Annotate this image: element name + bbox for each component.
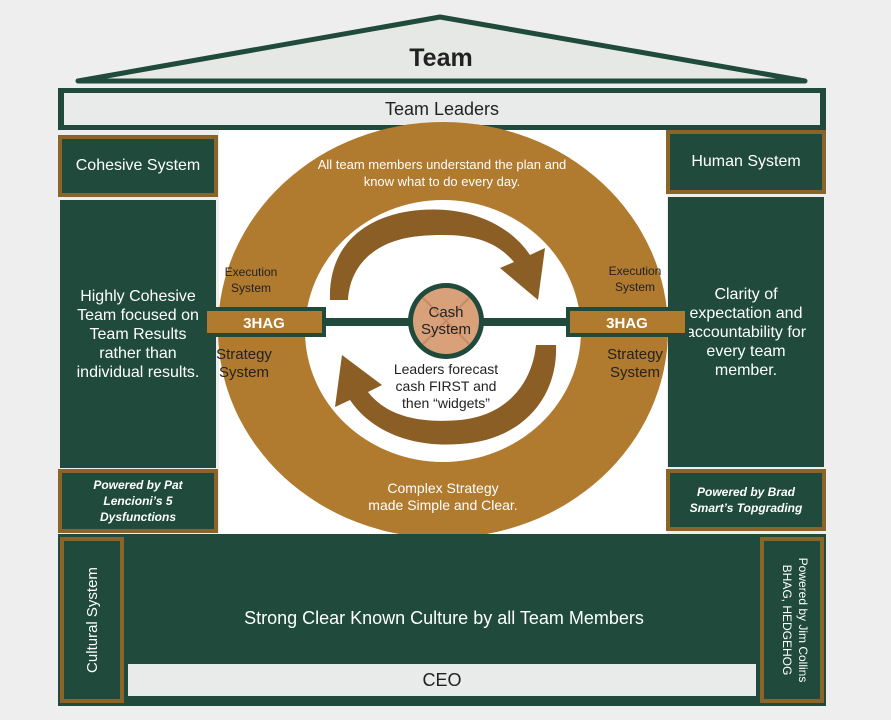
strategy-right-1: Strategy bbox=[607, 346, 663, 363]
cash-cross-b bbox=[422, 297, 470, 345]
collins-frame: Powered by Jim Collins BHAG, HEDGEHOG bbox=[760, 537, 824, 703]
execution-right-1: Execution bbox=[609, 264, 662, 278]
ring-top-text-2: know what to do every day. bbox=[364, 174, 521, 189]
lencioni-powered-by: Powered by Pat Lencioni’s 5 Dysfunctions bbox=[58, 469, 218, 533]
ceo-label: CEO bbox=[128, 664, 756, 696]
ring-bottom-text-2: made Simple and Clear. bbox=[368, 497, 517, 513]
cash-label-1: Cash bbox=[428, 304, 463, 321]
team-leaders-frame: Team Leaders bbox=[58, 88, 826, 130]
hag-left-label: 3HAG bbox=[243, 315, 285, 332]
strategy-right-2: System bbox=[610, 364, 660, 381]
ring-top-text-1: All team members understand the plan and bbox=[318, 157, 567, 172]
culture-statement: Strong Clear Known Culture by all Team M… bbox=[244, 607, 644, 628]
human-system-title: Human System bbox=[666, 130, 826, 194]
hag-left-fill bbox=[207, 311, 322, 333]
arrow-top bbox=[329, 209, 545, 300]
forecast-text-2: cash FIRST and bbox=[396, 378, 497, 394]
strategy-left-2: System bbox=[219, 364, 269, 381]
execution-right-2: System bbox=[615, 280, 655, 294]
collins-powered-by: Powered by Jim Collins BHAG, HEDGEHOG bbox=[773, 545, 811, 695]
strategy-left-1: Strategy bbox=[216, 346, 272, 363]
collins-line-1: Powered by Jim Collins bbox=[796, 557, 810, 683]
cash-label-2: System bbox=[421, 321, 471, 338]
cultural-system-frame: Cultural System bbox=[60, 537, 124, 703]
execution-left-2: System bbox=[231, 281, 271, 295]
collins-line-2: BHAG, HEDGEHOG bbox=[780, 564, 794, 676]
cultural-system-label: Cultural System bbox=[83, 567, 101, 673]
ring-bottom-text-1: Complex Strategy bbox=[387, 480, 498, 496]
connector-right bbox=[483, 318, 573, 326]
roof: Team bbox=[75, 14, 808, 84]
cohesive-system-title: Cohesive System bbox=[58, 135, 218, 197]
arrow-bottom bbox=[335, 345, 557, 445]
topgrading-powered-by: Powered by Brad Smart’s Topgrading bbox=[666, 469, 826, 531]
connector-left bbox=[322, 318, 412, 326]
forecast-text-1: Leaders forecast bbox=[394, 361, 498, 377]
hag-right-fill bbox=[570, 311, 685, 333]
cohesive-system-description: Highly Cohesive Team focused on Team Res… bbox=[60, 200, 216, 468]
team-leaders-label: Team Leaders bbox=[64, 93, 820, 125]
human-system-description: Clarity of expectation and accountabilit… bbox=[668, 197, 824, 467]
roof-title: Team bbox=[409, 44, 472, 72]
hag-right-label: 3HAG bbox=[606, 315, 648, 332]
forecast-text-3: then “widgets” bbox=[402, 395, 490, 411]
execution-left-1: Execution bbox=[225, 265, 278, 279]
